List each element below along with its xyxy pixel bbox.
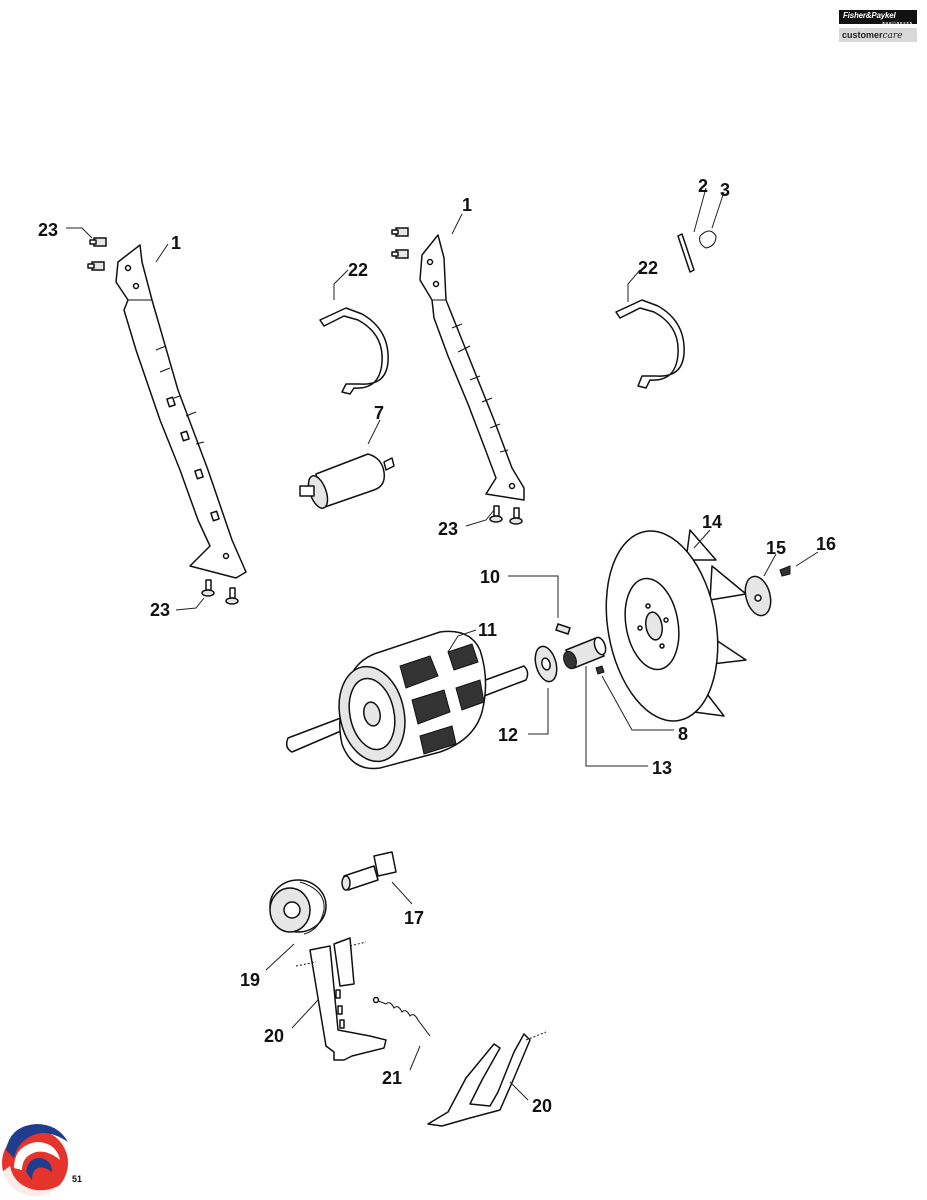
screws-bottom-left bbox=[201, 579, 239, 605]
label-part-17: 17 bbox=[404, 908, 424, 928]
label-part-16: 16 bbox=[816, 534, 836, 554]
screws-top-left bbox=[87, 237, 107, 271]
label-part-23: 23 bbox=[438, 519, 458, 539]
motor-clip-left bbox=[319, 307, 389, 395]
label-part-1: 1 bbox=[171, 233, 181, 253]
label-part-19: 19 bbox=[240, 970, 260, 990]
label-part-13: 13 bbox=[652, 758, 672, 778]
screws-top-middle bbox=[391, 227, 409, 259]
pin-part bbox=[677, 233, 695, 273]
fan-retaining-plate bbox=[744, 575, 772, 617]
customer-care-bar: customercare bbox=[839, 28, 917, 42]
brand-service-italic: care bbox=[882, 31, 903, 41]
swirl-logo bbox=[2, 1124, 68, 1198]
label-part-20: 20 bbox=[264, 1026, 284, 1046]
leader-lines bbox=[66, 187, 819, 1101]
brand-name-bar: Fisher&Paykel appliances bbox=[839, 10, 917, 25]
label-part-3: 3 bbox=[720, 180, 730, 200]
pulley-bolt bbox=[341, 851, 397, 891]
part-number-labels: 23 1 22 1 2 3 22 7 23 23 14 15 16 10 11 … bbox=[38, 176, 836, 1116]
screws-bottom-middle bbox=[489, 505, 523, 525]
fisher-paykel-logo: Fisher&Paykel appliances customercare bbox=[839, 10, 917, 44]
fan-wheel bbox=[605, 529, 747, 722]
label-part-14: 14 bbox=[702, 512, 722, 532]
label-part-20: 20 bbox=[532, 1096, 552, 1116]
spring-clip-part bbox=[699, 230, 717, 249]
tension-spring bbox=[372, 996, 431, 1037]
idler-arm-left bbox=[295, 937, 387, 1061]
roll-pin bbox=[555, 623, 571, 635]
label-part-11: 11 bbox=[478, 620, 497, 640]
motor-rotor bbox=[285, 630, 529, 770]
idler-arm-right bbox=[427, 1031, 547, 1127]
label-part-22: 22 bbox=[348, 260, 368, 280]
brand-name: Fisher&Paykel bbox=[843, 11, 896, 20]
label-part-7: 7 bbox=[374, 403, 384, 423]
label-part-22: 22 bbox=[638, 258, 658, 278]
fan-hub bbox=[563, 636, 607, 670]
label-part-1: 1 bbox=[462, 195, 472, 215]
label-part-12: 12 bbox=[498, 725, 518, 745]
mounting-bracket-middle bbox=[419, 234, 525, 501]
label-part-8: 8 bbox=[678, 724, 688, 744]
label-part-15: 15 bbox=[766, 538, 786, 558]
set-screw bbox=[595, 665, 605, 675]
thrust-washer bbox=[534, 645, 558, 683]
brand-sub: appliances bbox=[882, 20, 913, 25]
capacitor bbox=[299, 453, 395, 509]
page-number: 51 bbox=[72, 1174, 82, 1184]
label-part-23: 23 bbox=[38, 220, 58, 240]
mounting-bracket-left bbox=[115, 244, 247, 579]
fan-screw bbox=[779, 565, 791, 577]
label-part-21: 21 bbox=[382, 1068, 402, 1088]
brand-service: customer bbox=[842, 30, 883, 40]
idler-pulley bbox=[269, 879, 327, 935]
label-part-23: 23 bbox=[150, 600, 170, 620]
motor-clip-right bbox=[615, 299, 685, 389]
label-part-2: 2 bbox=[698, 176, 708, 196]
label-part-10: 10 bbox=[480, 567, 500, 587]
